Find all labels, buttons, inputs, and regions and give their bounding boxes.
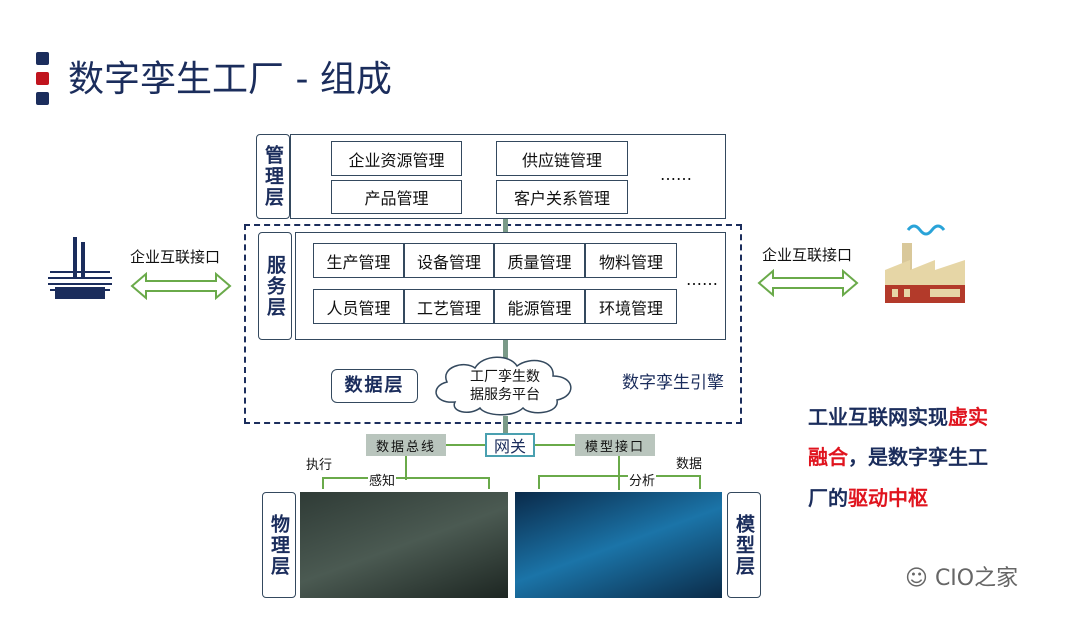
highlight-line: 融合，是数字孪生工 xyxy=(808,441,988,470)
title-marker xyxy=(36,92,49,105)
cloud-icon xyxy=(435,356,572,416)
service-item: 人员管理 xyxy=(313,289,404,324)
twin-engine-box xyxy=(244,224,742,424)
line xyxy=(322,477,490,479)
page-title: 数字孪生工厂 - 组成 xyxy=(68,59,392,100)
service-item: 物料管理 xyxy=(585,243,677,278)
model-interface: 模型接口 xyxy=(575,434,655,456)
highlight-line: 厂的驱动中枢 xyxy=(808,482,928,511)
service-item: 设备管理 xyxy=(404,243,494,278)
mgmt-item: 供应链管理 xyxy=(496,141,628,176)
text: ，是数字孪生工 xyxy=(848,445,988,469)
cloud-line: 工厂孪生数 xyxy=(470,369,540,385)
model-layer-label: 模型层 xyxy=(727,492,761,598)
service-item: 环境管理 xyxy=(585,289,677,324)
highlight-line: 工业互联网实现虚实 xyxy=(808,401,988,430)
connector-arrow xyxy=(503,219,508,232)
right-interface-label: 企业互联接口 xyxy=(762,246,853,264)
text: 虚实 xyxy=(948,405,988,429)
service-item: 工艺管理 xyxy=(404,289,494,324)
gateway-box: 网关 xyxy=(485,433,535,457)
line xyxy=(322,477,324,489)
physical-layer-label: 物理层 xyxy=(262,492,296,598)
line xyxy=(488,477,490,489)
mgmt-more: …… xyxy=(660,165,692,184)
double-arrow-icon xyxy=(130,272,232,300)
text: 融合 xyxy=(808,445,848,469)
mgmt-item: 企业资源管理 xyxy=(331,141,462,176)
title-marker xyxy=(36,72,49,85)
text: 工业互联网实现 xyxy=(808,405,948,429)
line xyxy=(699,475,701,489)
wechat-icon: ☺ xyxy=(905,566,935,591)
analyze-label: 分析 xyxy=(628,474,657,489)
line xyxy=(618,456,620,490)
engine-label: 数字孪生引擎 xyxy=(622,373,724,393)
text: 驱动中枢 xyxy=(848,486,928,510)
model-factory-image xyxy=(515,492,722,598)
connector-arrow xyxy=(503,340,508,358)
service-item: 生产管理 xyxy=(313,243,404,278)
mgmt-item: 产品管理 xyxy=(331,180,462,214)
connector-arrow xyxy=(503,416,508,434)
watermark-text: CIO之家 xyxy=(934,566,1019,591)
watermark: ☺ CIO之家 xyxy=(905,560,1018,592)
physical-factory-image xyxy=(300,492,508,598)
data-label: 数据 xyxy=(676,457,703,472)
service-layer-label: 服务层 xyxy=(258,232,292,340)
management-layer xyxy=(290,134,726,219)
left-interface-label: 企业互联接口 xyxy=(130,248,221,266)
service-layer xyxy=(295,232,726,340)
mgmt-item: 客户关系管理 xyxy=(496,180,628,214)
factory-icon xyxy=(885,224,965,303)
sense-label: 感知 xyxy=(368,474,397,489)
text: 厂的 xyxy=(808,486,848,510)
line xyxy=(538,475,540,489)
management-layer-label: 管理层 xyxy=(256,134,290,219)
cloud-text: 工厂孪生数据服务平台 xyxy=(425,368,585,404)
line xyxy=(405,456,407,480)
power-plant-icon xyxy=(48,237,112,299)
title-marker xyxy=(36,52,49,65)
service-item: 能源管理 xyxy=(494,289,585,324)
data-layer-label: 数据层 xyxy=(331,369,418,403)
service-item: 质量管理 xyxy=(494,243,585,278)
execute-label: 执行 xyxy=(306,458,333,473)
cloud-line: 据服务平台 xyxy=(470,387,540,403)
line xyxy=(538,475,700,477)
double-arrow-icon xyxy=(757,269,859,297)
service-more: …… xyxy=(686,270,718,289)
data-bus: 数据总线 xyxy=(366,434,446,456)
